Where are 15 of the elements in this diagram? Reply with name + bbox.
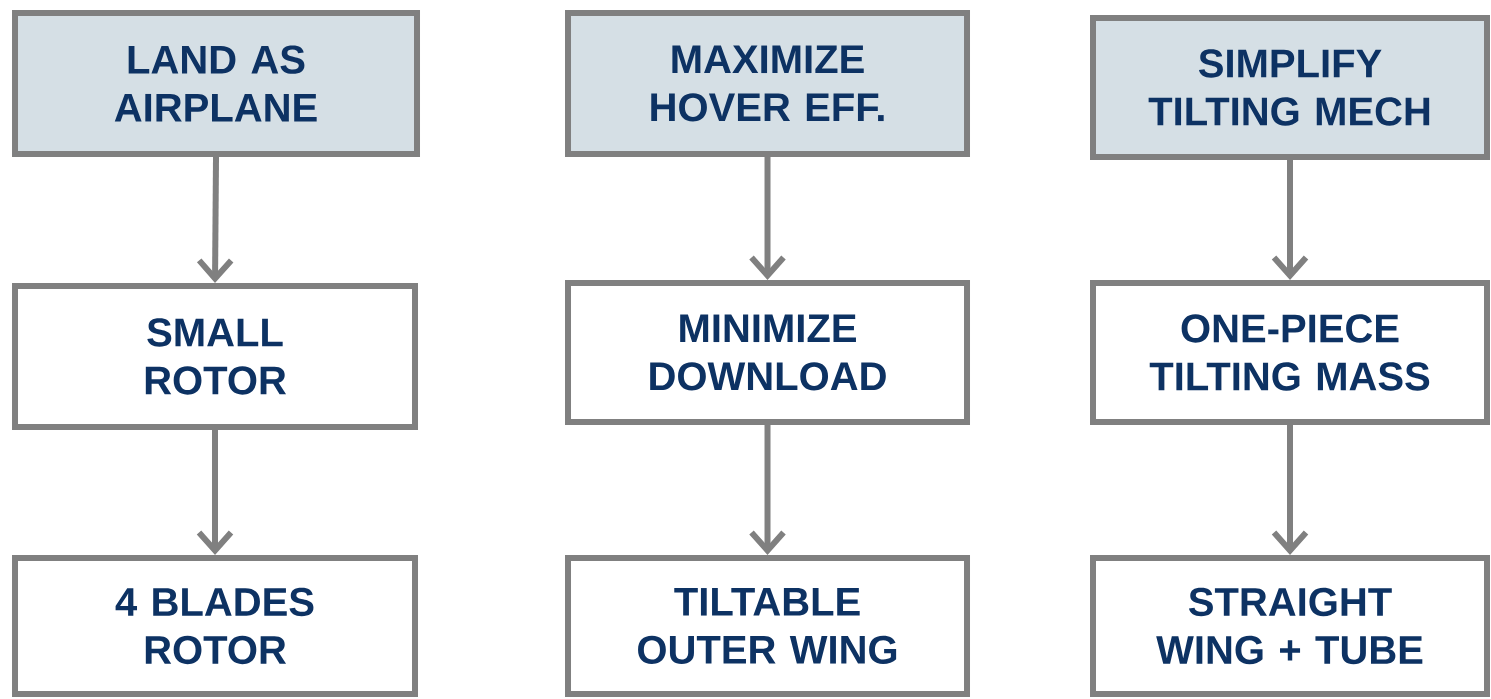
arrow <box>1271 160 1309 280</box>
arrow <box>749 157 786 280</box>
arrow <box>1271 425 1309 555</box>
process-box: SMALL ROTOR <box>12 283 418 430</box>
arrow <box>749 425 786 555</box>
process-box: MINIMIZE DOWNLOAD <box>565 280 970 425</box>
process-box: 4 BLADES ROTOR <box>12 555 418 697</box>
goal-box: MAXIMIZE HOVER EFF. <box>565 10 970 157</box>
goal-box: LAND AS AIRPLANE <box>12 10 420 157</box>
process-box: TILTABLE OUTER WING <box>565 555 970 697</box>
process-box: ONE-PIECE TILTING MASS <box>1090 280 1490 425</box>
arrow <box>196 156 234 283</box>
goal-box: SIMPLIFY TILTING MECH <box>1090 15 1490 160</box>
process-box: STRAIGHT WING + TUBE <box>1090 555 1490 697</box>
arrow <box>196 430 234 555</box>
